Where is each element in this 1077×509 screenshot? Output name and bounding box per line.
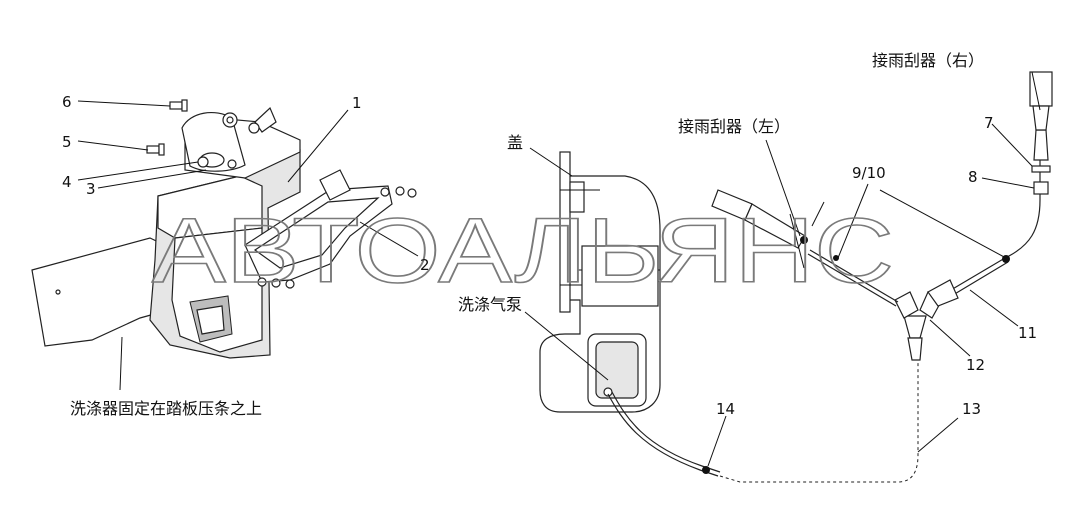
callout-5: 5 [62, 133, 72, 151]
callout-9-10: 9/10 [852, 164, 886, 182]
label-washer-pump: 洗涤气泵 [458, 295, 522, 314]
hose-left [809, 249, 899, 303]
bolt-5 [146, 143, 165, 156]
right-wiper-nozzle [1029, 71, 1053, 200]
washer-reservoir-assembly [31, 99, 417, 359]
callout-8: 8 [968, 168, 978, 186]
label-mount-note: 洗涤器固定在踏板压条之上 [70, 399, 262, 418]
watermark-text: АВТОАЛЬЯНС [152, 200, 894, 302]
left-wiper-nozzle [711, 189, 825, 269]
callout-12: 12 [966, 356, 985, 374]
center-leader-lines [524, 147, 609, 381]
bolt-6 [169, 99, 188, 112]
hose-13 [719, 360, 919, 483]
left-leader-lines [77, 100, 419, 391]
text-labels: 盖 接雨刮器（左） 接雨刮器（右） 洗涤气泵 洗涤器固定在踏板压条之上 [70, 51, 984, 418]
callout-7: 7 [984, 114, 994, 132]
callout-3: 3 [86, 180, 96, 198]
hose-system [607, 71, 1053, 483]
callout-14: 14 [716, 400, 735, 418]
callout-11: 11 [1018, 324, 1037, 342]
label-wiper-right: 接雨刮器（右） [872, 51, 984, 70]
label-cover: 盖 [507, 133, 523, 152]
washer-pump-assembly [539, 151, 661, 413]
hose-14 [607, 393, 719, 477]
callout-6: 6 [62, 93, 72, 111]
right-leader-lines [707, 71, 1041, 467]
callout-2: 2 [420, 256, 430, 274]
callout-13: 13 [962, 400, 981, 418]
label-wiper-left: 接雨刮器（左） [678, 117, 790, 136]
callout-4: 4 [62, 173, 72, 191]
callout-numbers: 1 2 3 4 5 6 7 8 9/10 11 12 13 14 [62, 93, 1037, 418]
callout-1: 1 [352, 94, 362, 112]
washer-4 [197, 156, 209, 168]
